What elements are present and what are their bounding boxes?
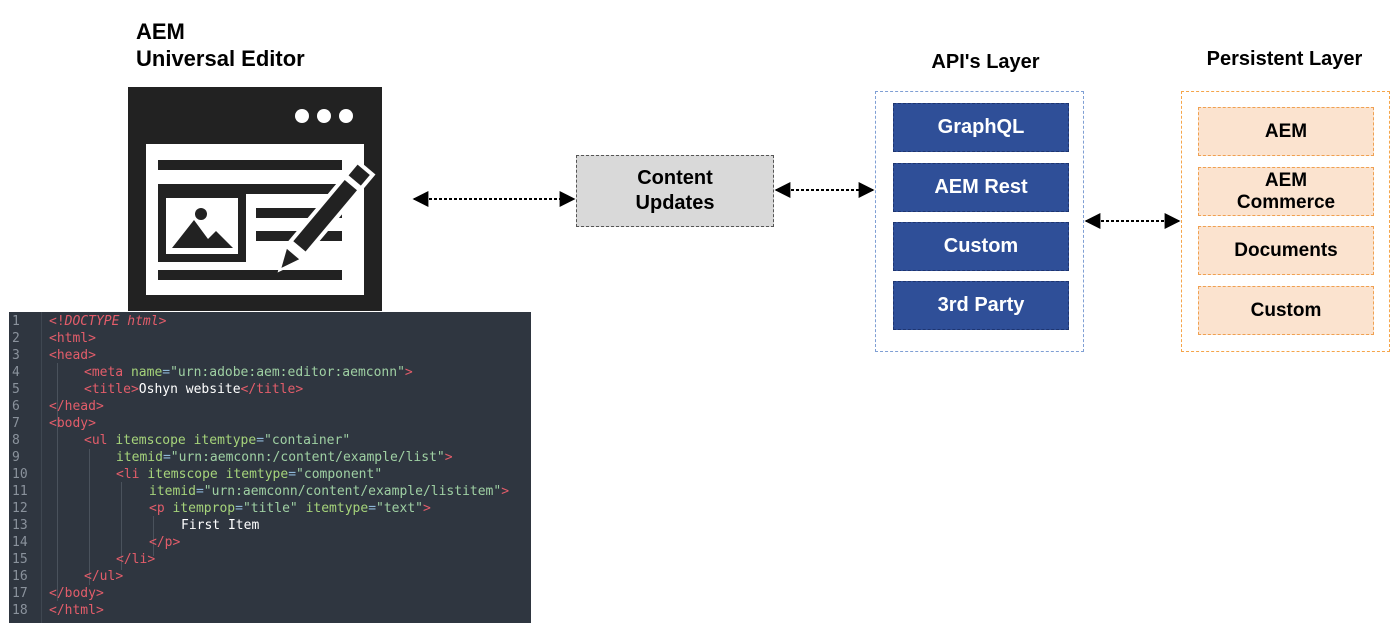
line-number: 16 xyxy=(12,569,28,584)
api-item-custom: Custom xyxy=(893,222,1069,271)
browser-window-edit-icon xyxy=(128,87,382,311)
line-number: 8 xyxy=(12,433,20,448)
persistent-item-documents: Documents xyxy=(1198,226,1374,275)
indent-guide xyxy=(153,516,154,556)
line-number: 17 xyxy=(12,586,28,601)
code-line: 16</ul> xyxy=(12,569,124,584)
code-line: 15</li> xyxy=(12,552,156,567)
code-line: 5<title>Oshyn website</title> xyxy=(12,382,304,397)
line-number: 13 xyxy=(12,518,28,533)
code-line: 4<meta name="urn:adobe:aem:editor:aemcon… xyxy=(12,365,413,380)
code-line: 7<body> xyxy=(12,416,96,431)
indent-guide xyxy=(57,363,58,601)
line-number: 15 xyxy=(12,552,28,567)
api-item-3rd-party: 3rd Party xyxy=(893,281,1069,330)
content-updates-line2: Updates xyxy=(635,192,715,214)
line-number: 10 xyxy=(12,467,28,482)
editor-title: AEM Universal Editor xyxy=(136,18,305,72)
line-number: 11 xyxy=(12,484,28,499)
indent-guide xyxy=(121,482,122,570)
line-number: 6 xyxy=(12,399,20,414)
api-item-graphql: GraphQL xyxy=(893,103,1069,152)
gutter-divider xyxy=(41,312,42,623)
persistent-item-custom: Custom xyxy=(1198,286,1374,335)
line-number: 4 xyxy=(12,365,20,380)
code-line: 14</p> xyxy=(12,535,181,550)
persistent-item-label: Commerce xyxy=(1236,191,1336,213)
indent-guide xyxy=(89,449,90,585)
persistent-layer-container xyxy=(1181,91,1390,352)
code-line: 18</html> xyxy=(12,603,104,618)
persistent-item-label: AEM xyxy=(1264,120,1308,142)
code-line: 12<p itemprop="title" itemtype="text"> xyxy=(12,501,431,516)
line-number: 2 xyxy=(12,331,20,346)
persistent-item-label: Custom xyxy=(1250,299,1322,321)
code-line: 17</body> xyxy=(12,586,104,601)
content-updates-line1: Content xyxy=(637,167,713,189)
editor-title-line2: Universal Editor xyxy=(136,46,305,71)
persistent-item-label: Documents xyxy=(1234,239,1338,261)
line-number: 3 xyxy=(12,348,20,363)
line-number: 18 xyxy=(12,603,28,618)
persistent-layer-title: Persistent Layer xyxy=(1206,48,1363,70)
api-item-aem-rest: AEM Rest xyxy=(893,163,1069,212)
persistent-item-aem-commerce: AEM Commerce xyxy=(1198,167,1374,216)
code-line: 3<head> xyxy=(12,348,96,363)
api-layer-container xyxy=(875,91,1084,352)
code-panel: 1<<!!DOCTYPE html> 2<html> 3<head> 4<met… xyxy=(9,312,531,623)
code-line: 2<html> xyxy=(12,331,96,346)
code-line: 8<ul itemscope itemtype="container" xyxy=(12,433,351,448)
content-updates-box: Content Updates xyxy=(576,155,774,227)
line-number: 7 xyxy=(12,416,20,431)
code-line: 6</head> xyxy=(12,399,104,414)
persistent-item-aem: AEM xyxy=(1198,107,1374,156)
line-number: 12 xyxy=(12,501,28,516)
code-line: 10<li itemscope itemtype="component" xyxy=(12,467,383,482)
code-line: 1<<!!DOCTYPE html> xyxy=(12,314,167,329)
line-number: 14 xyxy=(12,535,28,550)
api-layer-title: API's Layer xyxy=(931,51,1040,73)
editor-title-line1: AEM xyxy=(136,19,185,44)
line-number: 5 xyxy=(12,382,20,397)
line-number: 9 xyxy=(12,450,20,465)
line-number: 1 xyxy=(12,314,20,329)
persistent-item-label: AEM xyxy=(1264,169,1308,191)
